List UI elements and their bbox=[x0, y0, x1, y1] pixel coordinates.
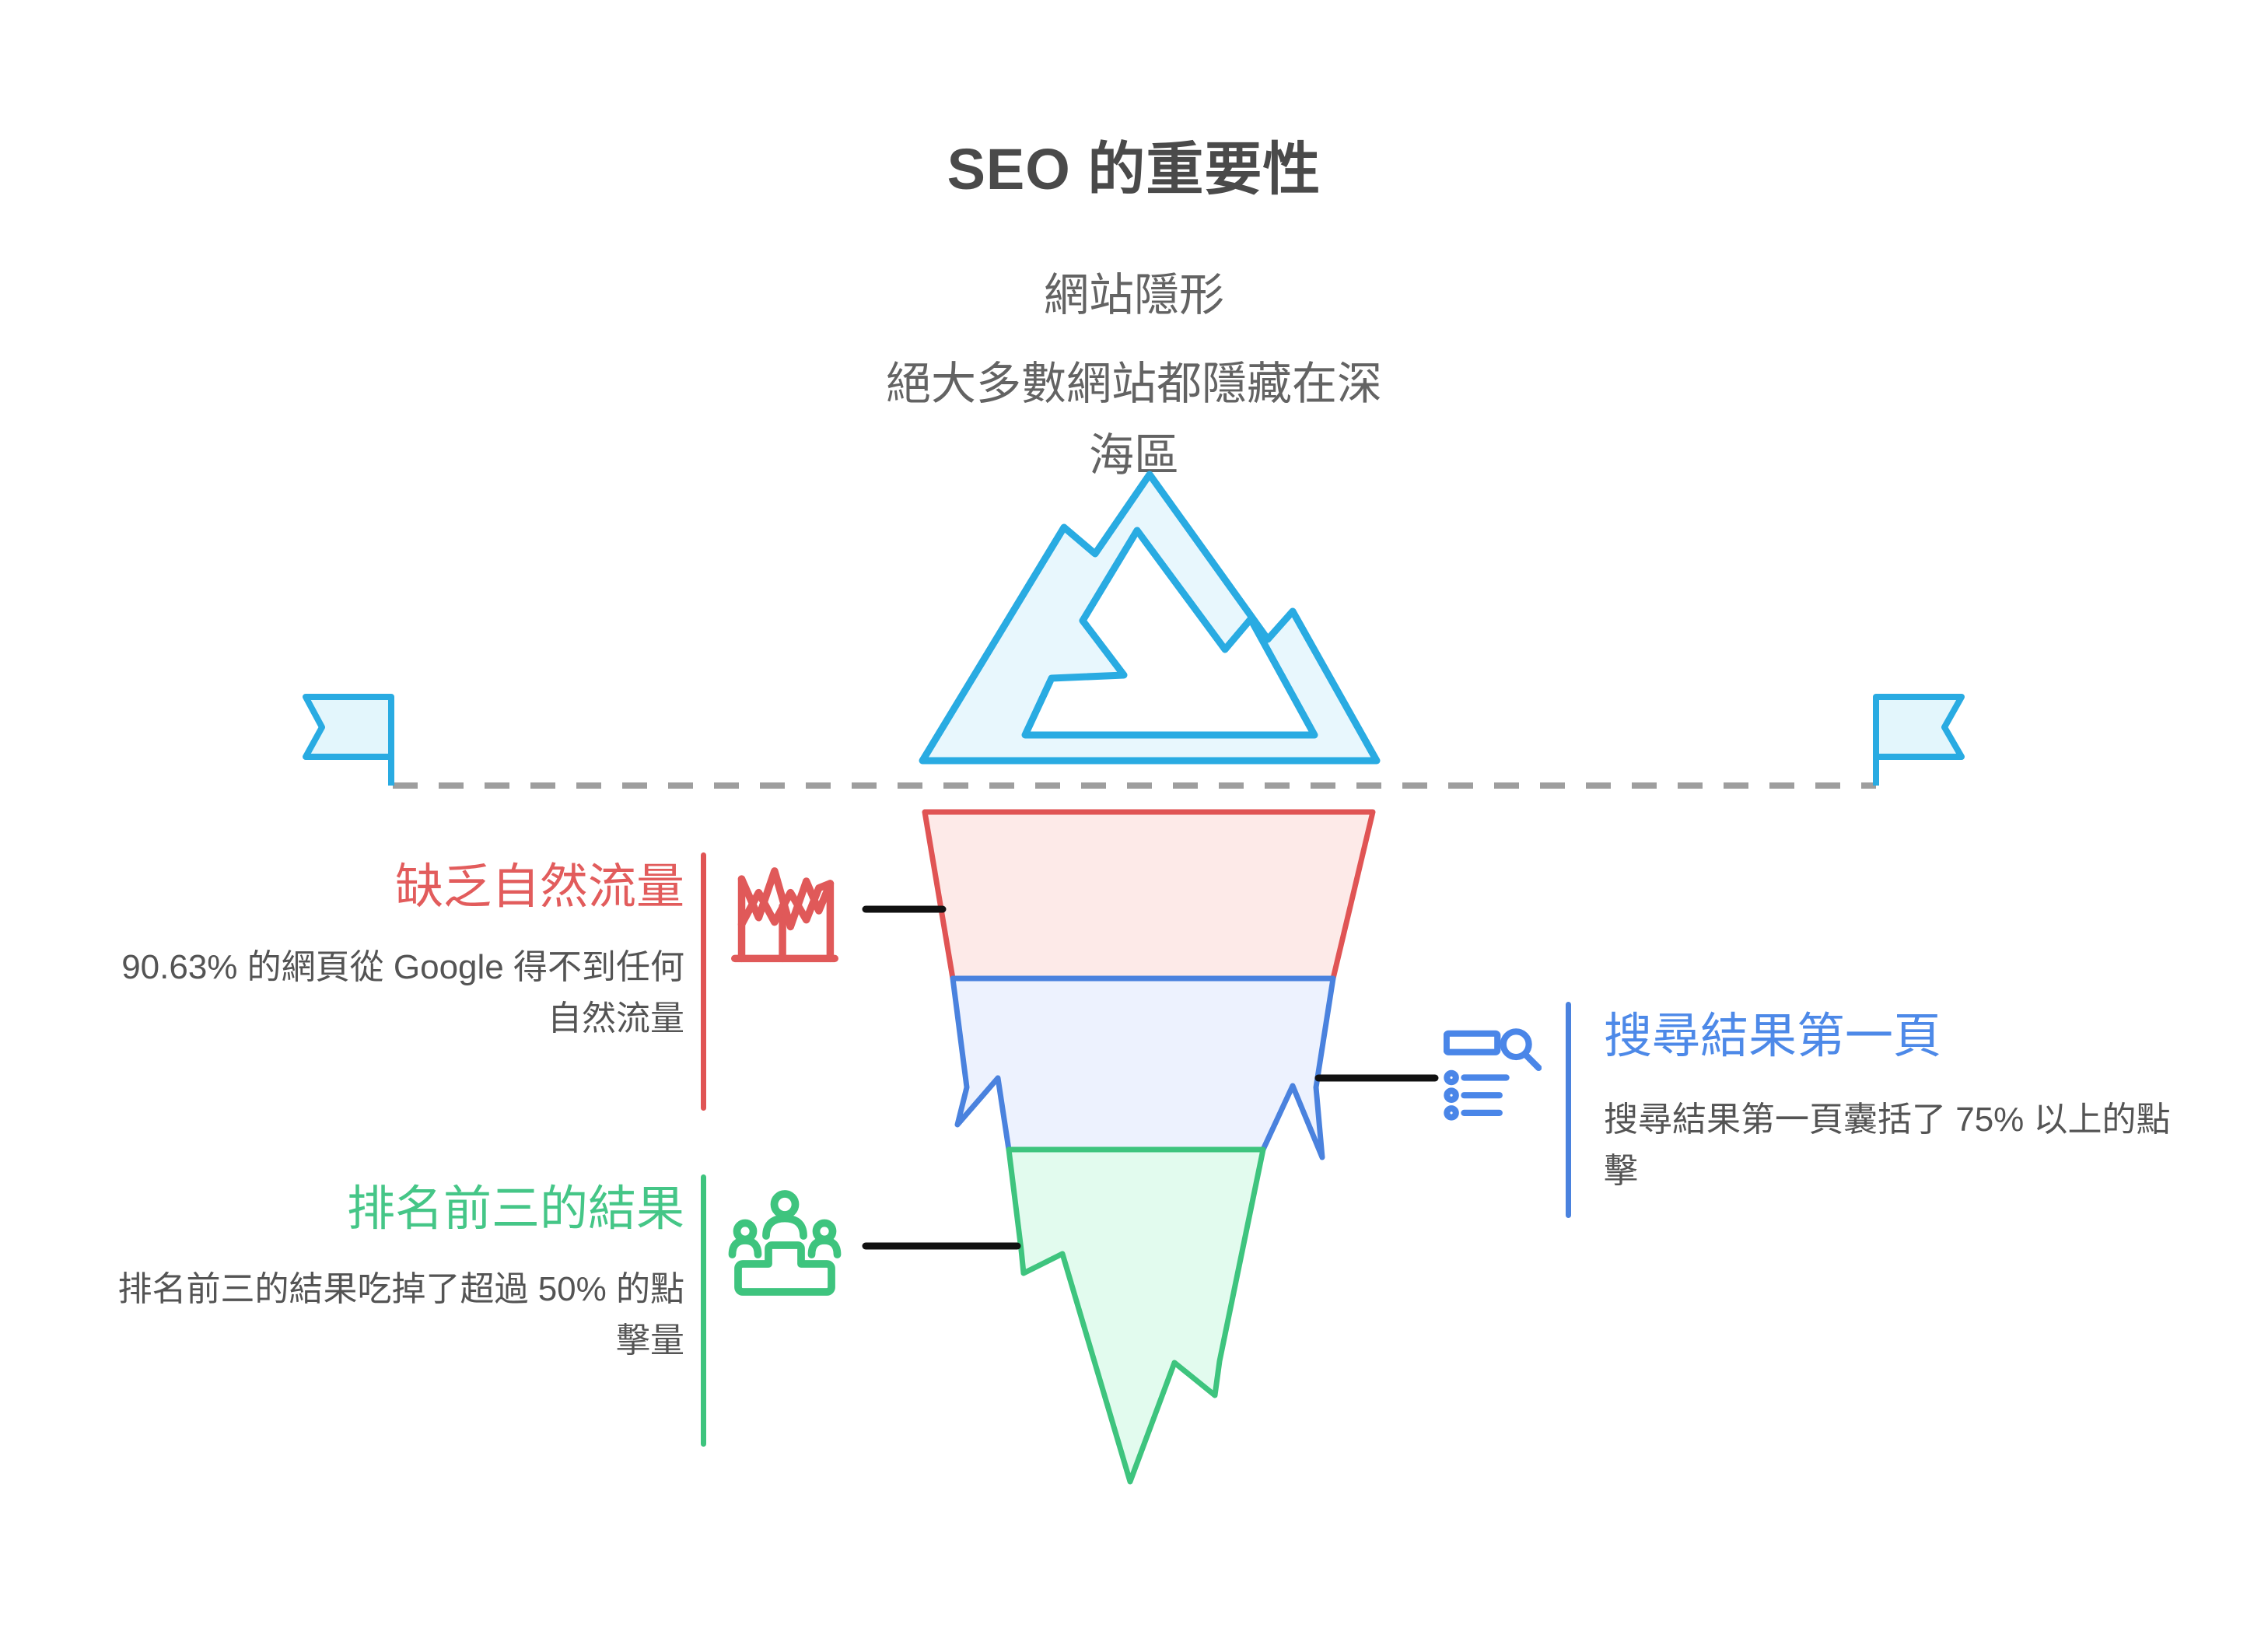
funnel-segment-organic-traffic bbox=[922, 809, 1376, 982]
right-flag-icon bbox=[1873, 694, 1965, 786]
funnel-segment-first-page bbox=[950, 975, 1336, 1160]
left-flag-icon bbox=[303, 694, 394, 786]
podium-icon bbox=[728, 1190, 842, 1296]
line-chart-icon bbox=[731, 867, 838, 963]
blue-divider-line bbox=[1566, 1002, 1571, 1218]
search-list-icon bbox=[1444, 1028, 1542, 1121]
red-divider-line bbox=[701, 852, 706, 1111]
page-subtitle: 網站隱形 bbox=[1043, 270, 1224, 320]
green-divider-line bbox=[701, 1174, 706, 1447]
annotation-organic-traffic-body: 90.63% 的網頁從 Google 得不到任何自然流量 bbox=[121, 948, 684, 1038]
iceberg-above-water-icon bbox=[919, 471, 1381, 765]
annotation-top-three-heading: 排名前三的結果 bbox=[346, 1182, 684, 1236]
annotation-top-three-body: 排名前三的結果吃掉了超過 50% 的點擊量 bbox=[117, 1270, 684, 1360]
annotation-first-page-body: 搜尋結果第一頁囊括了 75% 以上的點擊 bbox=[1604, 1101, 2171, 1191]
annotation-first-page-heading: 搜尋結果第一頁 bbox=[1604, 1010, 1942, 1063]
annotation-organic-traffic: 缺乏自然流量 90.63% 的網頁從 Google 得不到任何自然流量 bbox=[109, 860, 684, 1045]
annotation-organic-traffic-heading: 缺乏自然流量 bbox=[394, 860, 684, 914]
annotation-top-three: 排名前三的結果 排名前三的結果吃掉了超過 50% 的點擊量 bbox=[109, 1182, 684, 1367]
page-description: 絕大多數網站都隱藏在深海區 bbox=[885, 359, 1382, 481]
annotation-first-page: 搜尋結果第一頁 搜尋結果第一頁囊括了 75% 以上的點擊 bbox=[1604, 1010, 2172, 1197]
funnel-segment-top-three bbox=[1006, 1146, 1266, 1485]
page-title: SEO 的重要性 bbox=[947, 137, 1321, 201]
